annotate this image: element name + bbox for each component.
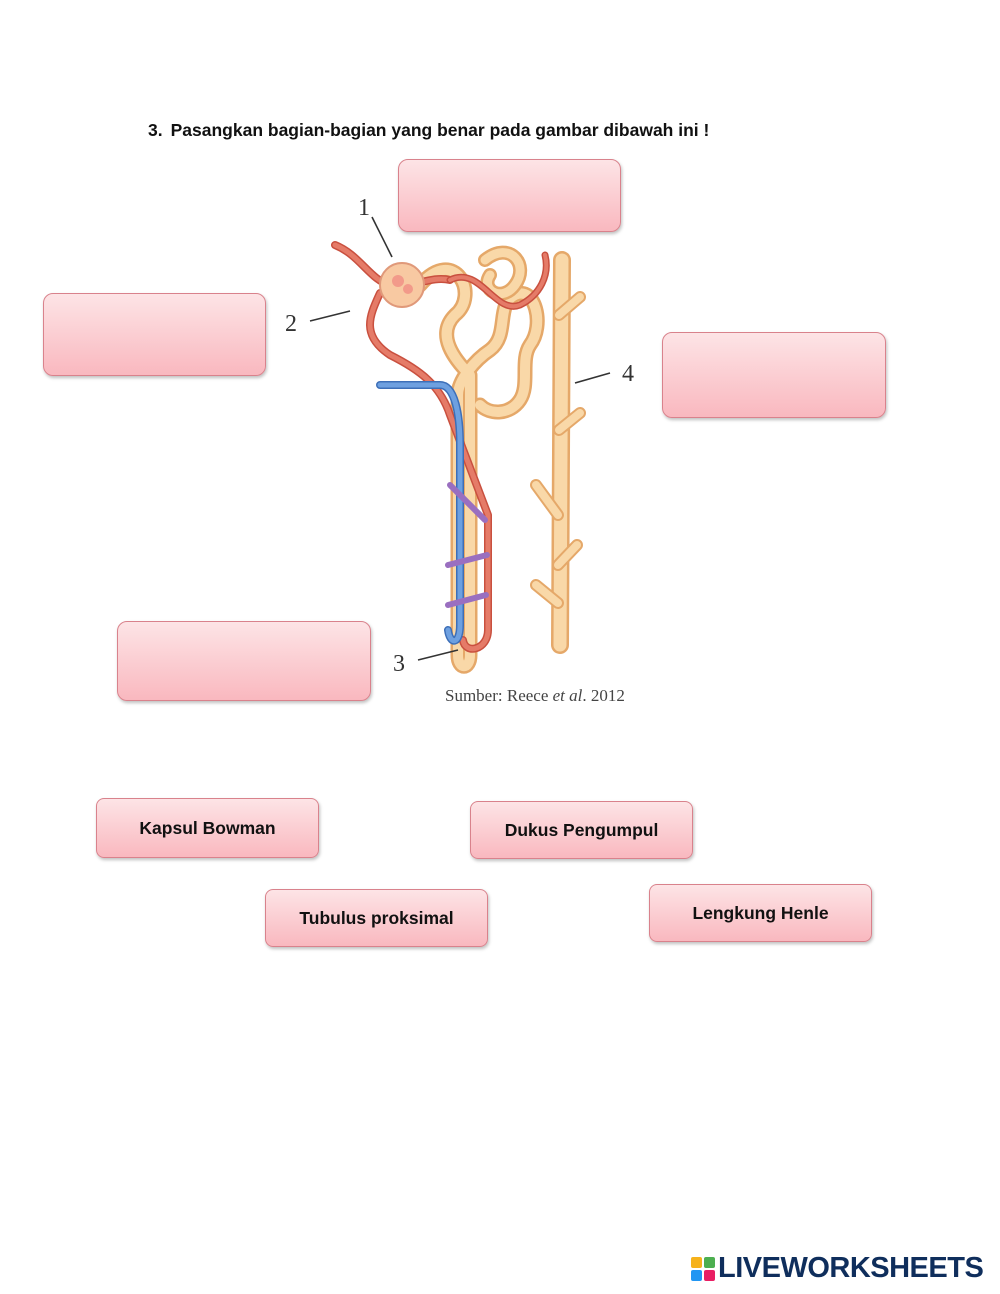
label-2: 2 — [285, 311, 297, 337]
leader-lines — [309, 216, 611, 661]
drop-box-bottom-left[interactable] — [117, 621, 371, 701]
liveworksheets-logo-icon — [691, 1256, 715, 1281]
answer-card-tubulus-proksimal[interactable]: Tubulus proksimal — [265, 889, 488, 947]
question-text: Pasangkan bagian-bagian yang benar pada … — [170, 120, 710, 140]
drop-box-right[interactable] — [662, 332, 886, 418]
liveworksheets-logo: LIVEWORKSHEETS — [690, 1252, 984, 1285]
answer-card-kapsul-bowman[interactable]: Kapsul Bowman — [96, 798, 319, 858]
liveworksheets-logo-text: LIVEWORKSHEETS — [718, 1252, 984, 1284]
question-number: 3. — [148, 120, 163, 140]
glomerulus — [379, 262, 425, 308]
caption-suffix: . 2012 — [582, 686, 625, 705]
tubule — [412, 245, 545, 674]
drop-box-left[interactable] — [43, 293, 266, 376]
answer-card-dukus-pengumpul[interactable]: Dukus Pengumpul — [470, 801, 693, 859]
label-1: 1 — [358, 195, 370, 221]
nephron-diagram: 1 2 3 4 — [285, 195, 634, 677]
label-4: 4 — [622, 361, 634, 387]
caption-italic: et al — [552, 686, 583, 705]
answer-card-lengkung-henle[interactable]: Lengkung Henle — [649, 884, 872, 942]
figure-caption: Sumber: Reece et al. 2012 — [445, 686, 625, 706]
drop-box-top[interactable] — [398, 159, 621, 232]
caption-prefix: Sumber: Reece — [445, 686, 553, 705]
blood-vessels — [331, 241, 550, 653]
label-3: 3 — [393, 651, 405, 677]
collecting-duct — [530, 251, 586, 654]
question-title: 3. Pasangkan bagian-bagian yang benar pad… — [148, 120, 888, 141]
